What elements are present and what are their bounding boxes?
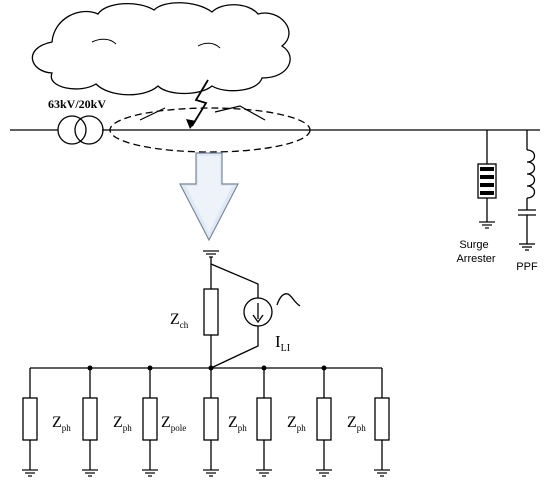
ppf-icon — [518, 130, 536, 251]
transformer-icon — [57, 115, 104, 145]
resistor-branch-1 — [22, 397, 38, 441]
strike-zone-ellipse — [109, 107, 311, 153]
ground-branches — [22, 368, 390, 470]
resistor-branch-7 — [374, 397, 390, 441]
impedance-label-2: Zph — [113, 414, 132, 433]
thundercloud — [31, 2, 291, 96]
conductor-segment-1 — [139, 107, 166, 121]
impedance-label-6: Zph — [347, 414, 366, 433]
arrester-ground-icon — [479, 221, 495, 229]
resistor-branch-3 — [142, 397, 158, 441]
ili-label: ILI — [275, 332, 290, 354]
ground-symbol-icons — [22, 469, 390, 477]
resistor-branch-4 — [203, 397, 219, 441]
impedance-label-3: Zpole — [161, 414, 186, 433]
arrester-label-line1: Surge — [459, 239, 488, 251]
top-ground-icon — [203, 250, 219, 258]
impedance-label-4: Zph — [228, 414, 247, 433]
resistor-branch-2 — [82, 397, 98, 441]
lightning-bolt-arrowhead — [186, 119, 196, 129]
impedance-label-5: Zph — [287, 414, 306, 433]
ppf-label: PPF — [516, 261, 538, 273]
lightning-bolt-icon — [191, 79, 209, 127]
zch-label: Zch — [170, 311, 189, 330]
cloud-inner-curve-2 — [197, 42, 221, 49]
resistor-branch-6 — [316, 397, 332, 441]
source-top-wire — [210, 263, 259, 298]
impulse-waveform-icon — [276, 293, 301, 307]
resistor-branch-5 — [256, 397, 272, 441]
arrester-label-line2: Arrester — [456, 253, 495, 265]
transformer-label: 63kV/20kV — [48, 97, 106, 111]
surge-arrester-icon — [477, 130, 497, 222]
zch-resistor — [203, 288, 219, 336]
impedance-label-1: Zph — [52, 414, 71, 433]
impedance-labels: Zph Zph Zpole Zph Zph Zph — [52, 414, 366, 433]
cloud-inner-curve-1 — [91, 38, 117, 45]
source-bottom-wire — [210, 326, 259, 369]
conductor-segment-2 — [214, 105, 266, 121]
